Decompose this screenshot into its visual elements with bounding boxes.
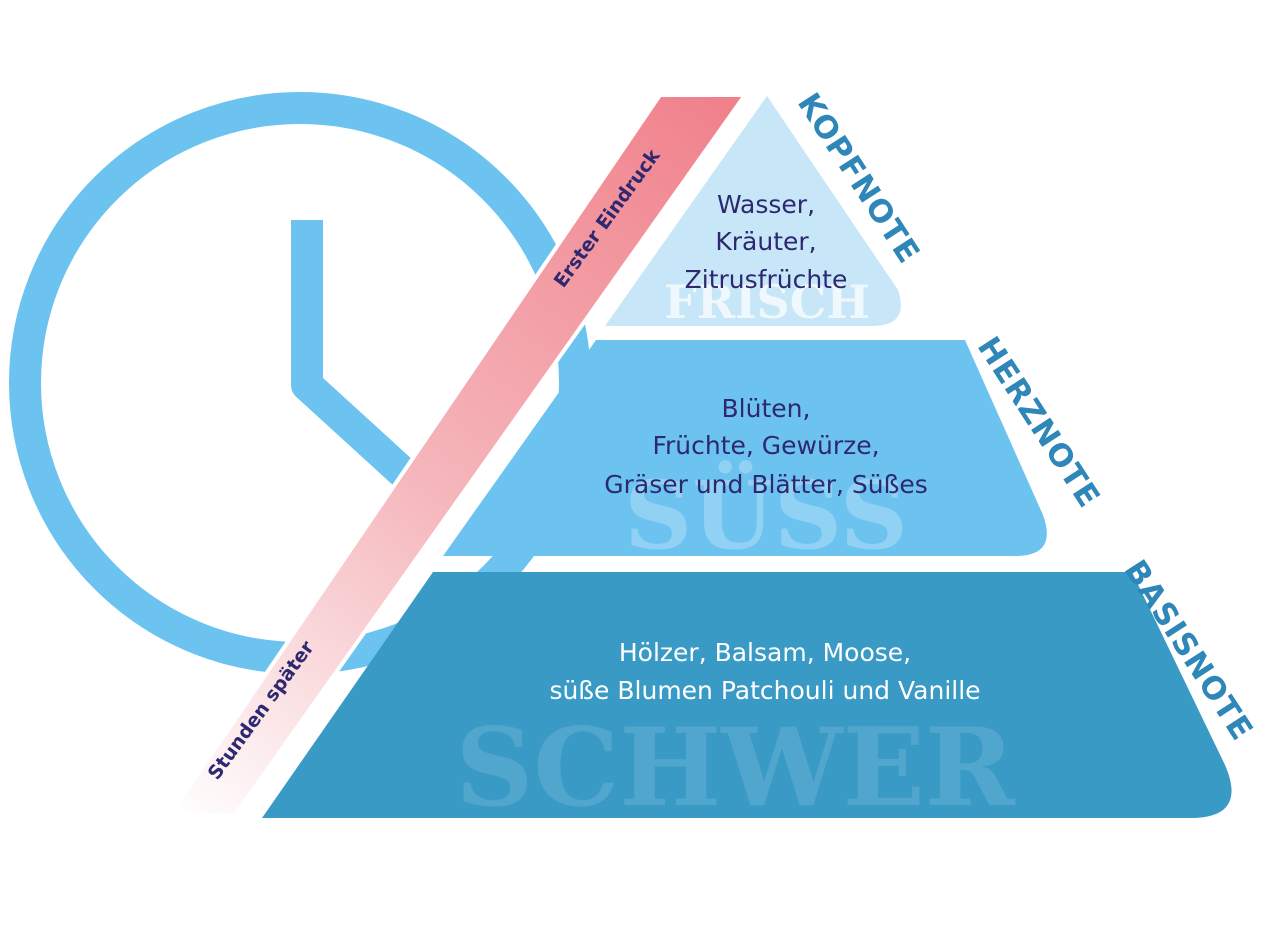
time-band-gradient: [166, 93, 749, 817]
tier-bottom-shape: [262, 572, 1232, 818]
tier-top-line-1: Wasser,: [717, 190, 815, 219]
tier-middle-line-1: Blüten,: [722, 394, 811, 423]
tier-bottom: SCHWER Hölzer, Balsam, Moose, süße Blume…: [262, 554, 1260, 831]
tier-bottom-line-2: süße Blumen Patchouli und Vanille: [549, 676, 980, 705]
tier-middle-line-2: Früchte, Gewürze,: [652, 431, 879, 460]
tier-middle-shape: [443, 340, 1047, 556]
tier-top-watermark: FRISCH: [664, 275, 870, 329]
tier-middle-watermark: SÜSS: [624, 459, 908, 571]
tier-top-line-3: Zitrusfrüchte: [685, 265, 848, 294]
tier-bottom-watermark: SCHWER: [455, 705, 1016, 831]
clock-hands: [291, 220, 433, 502]
tier-top-line-2: Kräuter,: [715, 227, 816, 256]
tier-middle: SÜSS Blüten, Früchte, Gewürze, Gräser un…: [443, 331, 1107, 571]
tier-middle-line-3: Gräser und Blätter, Süßes: [604, 470, 928, 499]
tier-bottom-line-1: Hölzer, Balsam, Moose,: [619, 638, 911, 667]
tier-top-shape: [605, 96, 901, 326]
